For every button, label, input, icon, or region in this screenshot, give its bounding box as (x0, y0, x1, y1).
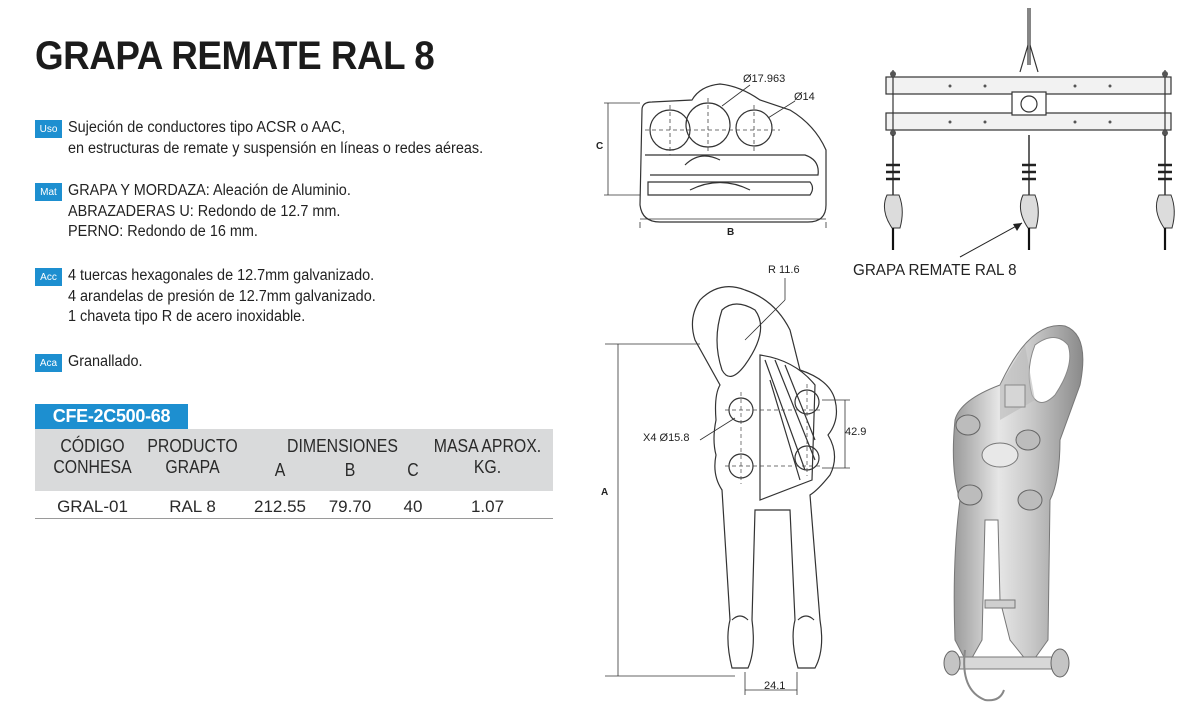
spec-line: 4 arandelas de presión de 12.7mm galvani… (68, 287, 376, 305)
table-divider (35, 518, 553, 519)
spec-line: GRAPA Y MORDAZA: Aleación de Aluminio. (68, 182, 351, 199)
th-dim-b: B (344, 460, 356, 480)
spec-mat: Mat GRAPA Y MORDAZA: Aleación de Alumini… (35, 181, 372, 243)
dim-label-c: C (596, 141, 603, 152)
dim-width: 24.1 (764, 680, 785, 692)
dim-label-a: A (601, 487, 608, 498)
spec-line: Sujeción de conductores tipo ACSR o AAC, (68, 119, 346, 136)
cell-dim-a: 212.55 (254, 497, 306, 516)
spec-aca: Aca Granallado. (35, 352, 148, 373)
cell-codigo: GRAL-01 (57, 497, 128, 516)
spec-acc: Acc 4 tuercas hexagonales de 12.7mm galv… (35, 266, 399, 328)
th-codigo: CÓDIGO CONHESA (53, 436, 132, 477)
dim-diameter-small: Ø14 (794, 91, 815, 103)
dim-diameter-large: Ø17.963 (743, 73, 785, 85)
product-code-tab: CFE-2C500-68 (35, 404, 188, 429)
spec-line: ABRAZADERAS U: Redondo de 12.7 mm. (68, 202, 341, 220)
dim-hole-spacing: 42.9 (845, 426, 866, 438)
dim-radius: R 11.6 (768, 264, 800, 276)
th-producto: PRODUCTO GRAPA (147, 436, 238, 477)
cell-dim-b: 79.70 (328, 497, 372, 516)
badge-mat: Mat (35, 183, 62, 201)
spec-line: 1 chaveta tipo R de acero inoxidable. (68, 308, 306, 325)
badge-acc: Acc (35, 268, 62, 286)
spec-line: Granallado. (68, 353, 143, 370)
spec-line: PERNO: Redondo de 16 mm. (68, 223, 258, 240)
spec-uso: Uso Sujeción de conductores tipo ACSR o … (35, 118, 514, 159)
drawing-top-view: Ø17.963 Ø14 C B (596, 73, 827, 238)
product-photo (943, 324, 1084, 702)
th-dim-a: A (274, 460, 286, 480)
installation-caption: GRAPA REMATE RAL 8 (853, 262, 1017, 279)
dim-label-b: B (727, 227, 734, 238)
th-dim-c: C (407, 460, 419, 480)
badge-aca: Aca (35, 354, 62, 372)
cell-masa: 1.07 (470, 497, 505, 516)
installation-diagram (883, 8, 1175, 258)
badge-uso: Uso (35, 120, 62, 138)
cell-producto: RAL 8 (169, 497, 216, 516)
drawing-side-view: R 11.6 X4 Ø15.8 42.9 A 24.1 (601, 264, 866, 695)
spec-line: 4 tuercas hexagonales de 12.7mm galvaniz… (68, 267, 375, 284)
th-dimensiones: DIMENSIONES (287, 436, 398, 456)
table-header (35, 429, 553, 491)
th-masa: MASA APROX. KG. (433, 436, 542, 477)
cell-dim-c: 40 (403, 497, 423, 516)
page-title: GRAPA REMATE RAL 8 (35, 34, 435, 78)
dim-holes: X4 Ø15.8 (643, 432, 689, 444)
spec-line: en estructuras de remate y suspensión en… (68, 139, 484, 157)
